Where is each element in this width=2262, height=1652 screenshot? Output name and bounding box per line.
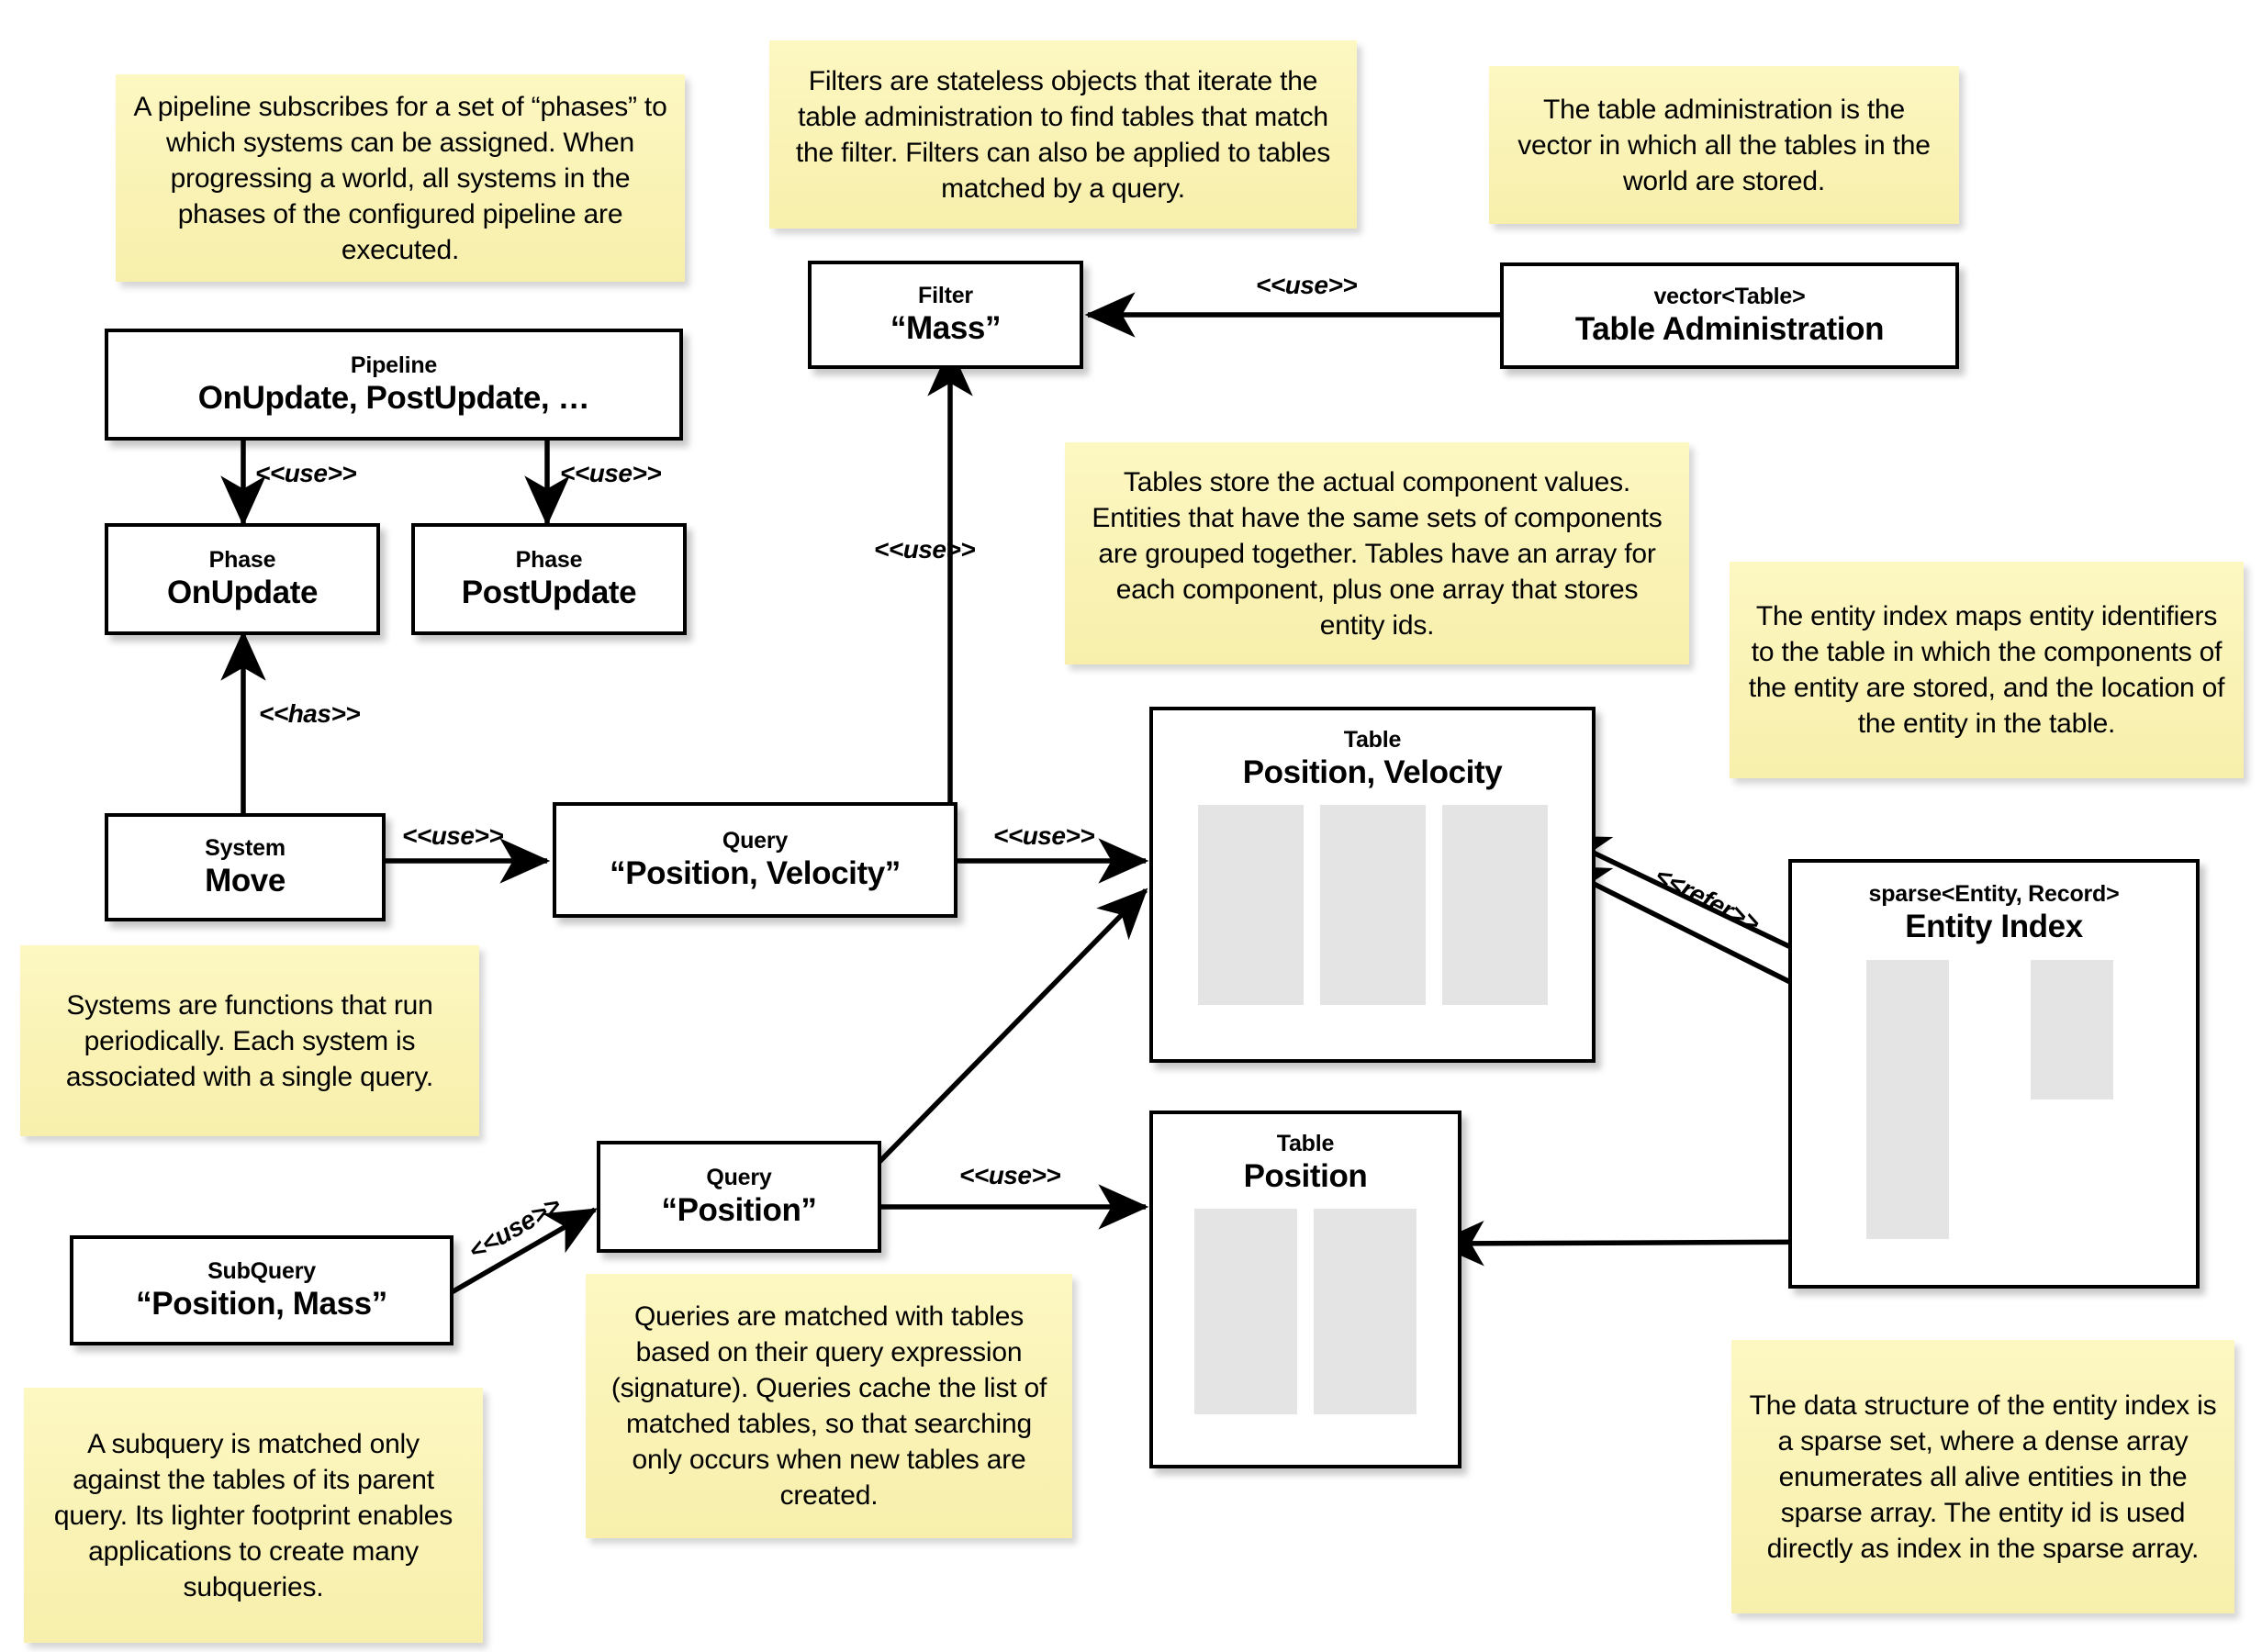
edge-label-tableadmin-filter: <<use>> (1256, 271, 1358, 299)
edge-label-subquery-query: <<use>> (464, 1189, 566, 1266)
node-entity-index-stereotype: sparse<Entity, Record> (1868, 881, 2120, 907)
node-table-position[interactable]: Table Position (1149, 1111, 1461, 1468)
note-table: Tables store the actual component values… (1065, 442, 1689, 664)
node-entity-index-title: Entity Index (1905, 909, 2083, 944)
component-array (1319, 805, 1426, 1006)
node-table-position-stereotype: Table (1276, 1131, 1335, 1156)
node-system-move-stereotype: System (205, 835, 286, 862)
note-entity-index: The entity index maps entity identifiers… (1730, 562, 2244, 778)
node-filter-mass-title: “Mass” (890, 310, 1002, 347)
note-system: Systems are functions that run periodica… (20, 945, 479, 1136)
entity-id-array (1441, 805, 1548, 1006)
node-table-position-velocity-stereotype: Table (1343, 727, 1402, 753)
node-pipeline-title: OnUpdate, PostUpdate, … (197, 380, 590, 417)
entity-id-array (1314, 1209, 1417, 1415)
table-position-velocity-arrays (1153, 805, 1592, 1006)
node-phase-onupdate-stereotype: Phase (208, 547, 276, 574)
edge-label-queryposition-tableposition: <<use>> (959, 1161, 1061, 1189)
note-filter: Filters are stateless objects that itera… (769, 40, 1357, 229)
note-sparse-set: The data structure of the entity index i… (1731, 1340, 2234, 1613)
table-position-arrays (1153, 1209, 1458, 1415)
node-query-position-velocity-title: “Position, Velocity” (610, 855, 901, 892)
dense-array (2031, 960, 2113, 1099)
node-system-move-title: Move (205, 863, 286, 899)
note-pipeline: A pipeline subscribes for a set of “phas… (116, 74, 685, 282)
note-subquery: A subquery is matched only against the t… (24, 1388, 483, 1643)
edge-label-system-query: <<use>> (402, 821, 504, 850)
node-query-position-title: “Position” (661, 1192, 817, 1229)
node-table-administration-title: Table Administration (1574, 311, 1885, 348)
node-query-position-velocity-stereotype: Query (722, 828, 789, 854)
node-query-position[interactable]: Query “Position” (597, 1141, 881, 1253)
edge-label-pipeline-postupdate: <<use>> (560, 459, 662, 487)
edge-label-entityindex-refer: <<refer>> (1650, 861, 1764, 938)
node-filter-mass-stereotype: Filter (918, 283, 973, 309)
edge-label-pipeline-onupdate: <<use>> (255, 459, 357, 487)
edge-queryposition-tablepv-line (872, 887, 1148, 1169)
node-pipeline[interactable]: Pipeline OnUpdate, PostUpdate, … (105, 329, 683, 441)
node-filter-mass[interactable]: Filter “Mass” (808, 261, 1083, 369)
node-phase-onupdate-title: OnUpdate (166, 575, 319, 611)
node-phase-postupdate-stereotype: Phase (515, 547, 583, 574)
node-phase-postupdate-title: PostUpdate (461, 575, 637, 611)
node-entity-index[interactable]: sparse<Entity, Record> Entity Index (1788, 859, 2200, 1289)
sparse-array (1866, 960, 1949, 1239)
node-table-position-title: Position (1243, 1158, 1368, 1194)
node-subquery-position-mass-title: “Position, Mass” (136, 1286, 387, 1323)
edge-label-query-table-pv: <<use>> (993, 821, 1095, 850)
note-query: Queries are matched with tables based on… (586, 1274, 1072, 1538)
node-system-move[interactable]: System Move (105, 813, 386, 921)
node-table-position-velocity-title: Position, Velocity (1242, 754, 1503, 790)
node-subquery-position-mass-stereotype: SubQuery (207, 1258, 316, 1285)
node-table-position-velocity[interactable]: Table Position, Velocity (1149, 707, 1596, 1063)
node-table-administration-stereotype: vector<Table> (1653, 284, 1806, 310)
component-array (1197, 805, 1304, 1006)
component-array (1194, 1209, 1297, 1415)
node-table-administration[interactable]: vector<Table> Table Administration (1500, 262, 1959, 369)
note-table-administration: The table administration is the vector i… (1489, 66, 1959, 224)
node-subquery-position-mass[interactable]: SubQuery “Position, Mass” (70, 1235, 454, 1345)
edge-label-system-phase: <<has>> (259, 699, 361, 728)
node-phase-onupdate[interactable]: Phase OnUpdate (105, 523, 380, 635)
node-query-position-velocity[interactable]: Query “Position, Velocity” (553, 802, 957, 918)
edge-label-query-filter: <<use>> (874, 535, 976, 564)
node-query-position-stereotype: Query (706, 1165, 772, 1191)
node-pipeline-stereotype: Pipeline (350, 352, 438, 379)
node-phase-postupdate[interactable]: Phase PostUpdate (411, 523, 687, 635)
